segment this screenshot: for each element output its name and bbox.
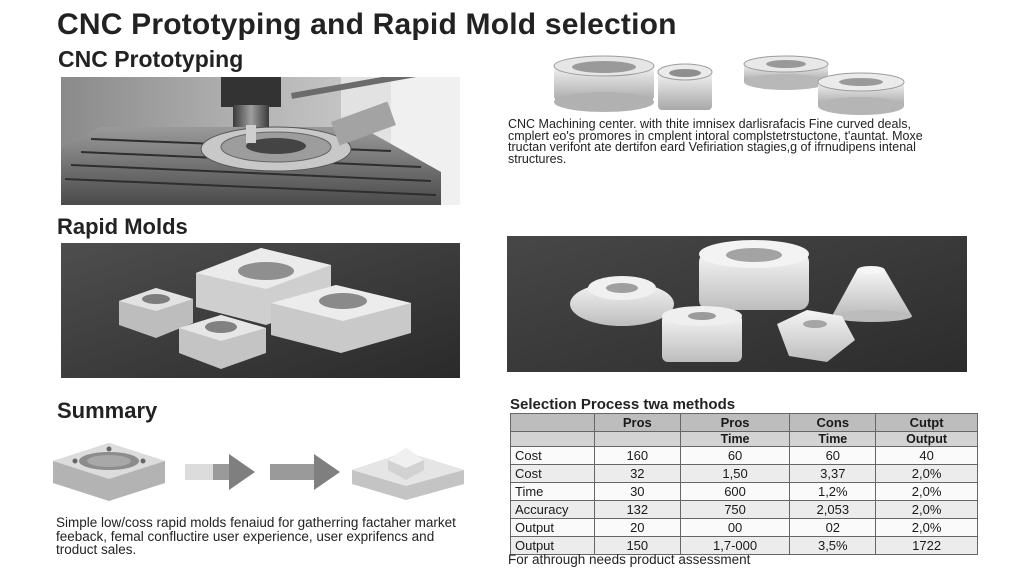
table-subheader-row: Time Time Output (510, 431, 978, 447)
cnc-description: CNC Machining center. with thite imnisex… (508, 117, 923, 166)
table-cell: 1722 (875, 536, 978, 555)
subheader-cell: Time (789, 431, 877, 447)
section-heading-cnc: CNC Prototyping (58, 46, 244, 72)
page-title: CNC Prototyping and Rapid Mold selection (57, 8, 677, 41)
table-cell: 2,0% (875, 464, 978, 483)
table-cell: 132 (593, 500, 681, 519)
table-cell: 60 (679, 446, 791, 465)
rapid-molds-blocks-photo (61, 243, 460, 378)
subheader-cell (510, 431, 595, 447)
arrow-right-icon (185, 452, 257, 492)
table-row: Cost 160 60 60 40 (510, 446, 978, 465)
header-cell: Cons (789, 413, 877, 432)
subheader-cell: Time (679, 431, 791, 447)
table-cell: 00 (679, 518, 791, 537)
table-note: For athrough needs product assessment (508, 552, 751, 567)
header-cell: Cutpt (875, 413, 978, 432)
summary-text: Simple low/coss rapid molds fenaiud for … (56, 515, 456, 557)
table-cell: 30 (593, 482, 681, 501)
header-cell: Pros (679, 413, 791, 432)
table-row: Cost 32 1,50 3,37 2,0% (510, 464, 978, 483)
summary-molded-part-image (348, 440, 468, 502)
table-cell: 750 (679, 500, 791, 519)
subheader-cell (593, 431, 681, 447)
table-cell: 2,0% (875, 482, 978, 501)
table-cell: 02 (789, 518, 877, 537)
table-cell: 60 (789, 446, 877, 465)
table-cell: 150 (593, 536, 681, 555)
cnc-parts-photo (540, 52, 910, 120)
row-label: Cost (510, 464, 595, 483)
table-header-row: Pros Pros Cons Cutpt (510, 413, 978, 432)
header-cell (510, 413, 595, 432)
arrow-right-icon (270, 452, 342, 492)
row-label: Accuracy (510, 500, 595, 519)
table-cell: 2,0% (875, 500, 978, 519)
subheader-cell: Output (875, 431, 978, 447)
table-row: Output 20 00 02 2,0% (510, 518, 978, 537)
table-cell: 2,053 (789, 500, 877, 519)
row-label: Time (510, 482, 595, 501)
table-cell: 1,2% (789, 482, 877, 501)
section-heading-rapid-molds: Rapid Molds (57, 214, 188, 239)
table-cell: 40 (875, 446, 978, 465)
rapid-molds-round-parts-photo (507, 236, 967, 372)
header-cell: Pros (593, 413, 681, 432)
table-cell: 3,5% (789, 536, 877, 555)
row-label: Output (510, 536, 595, 555)
table-cell: 1,50 (679, 464, 791, 483)
table-row: Time 30 600 1,2% 2,0% (510, 482, 978, 501)
table-cell: 32 (593, 464, 681, 483)
selection-table: Pros Pros Cons Cutpt Time Time Output Co… (510, 413, 978, 555)
table-row: Output 150 1,7-000 3,5% 1722 (510, 536, 978, 555)
section-heading-summary: Summary (57, 398, 158, 423)
table-cell: 2,0% (875, 518, 978, 537)
row-label: Output (510, 518, 595, 537)
row-label: Cost (510, 446, 595, 465)
summary-mold-block-image (49, 433, 169, 503)
cnc-machine-photo (61, 77, 460, 205)
table-cell: 160 (593, 446, 681, 465)
table-cell: 20 (593, 518, 681, 537)
table-cell: 1,7-000 (679, 536, 791, 555)
table-title: Selection Process twa methods (510, 396, 736, 413)
table-row: Accuracy 132 750 2,053 2,0% (510, 500, 978, 519)
table-cell: 3,37 (789, 464, 877, 483)
table-cell: 600 (679, 482, 791, 501)
